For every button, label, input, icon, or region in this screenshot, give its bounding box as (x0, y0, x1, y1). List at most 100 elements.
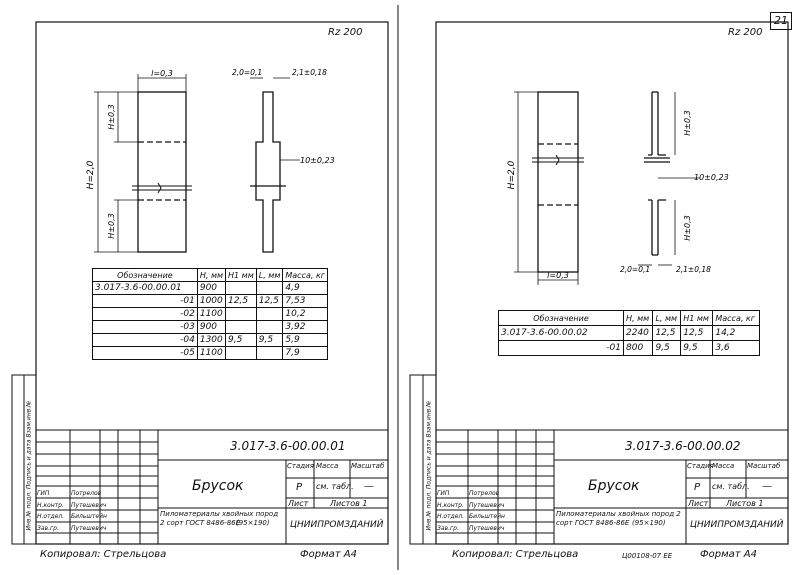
table-row: -03 900 3,92 (92, 320, 328, 334)
cell-h1 (225, 281, 257, 295)
person: Бильштейн (469, 513, 505, 520)
col-header: H1 мм (225, 268, 257, 282)
bar-front-view-1 (137, 91, 187, 253)
footer-copied-1: Копировал: Стрельцова (40, 549, 167, 560)
cell-l: 12,5 (652, 325, 682, 341)
spec-table-2: Обозначение H, мм L, мм H1 мм Масса, кг … (498, 310, 760, 356)
dim-10-2: 10±0,23 (694, 173, 729, 182)
cell-code: -01 (92, 294, 198, 308)
cell-mass: 3,92 (282, 320, 328, 334)
dim-H-1: H=2,0 (86, 160, 96, 189)
cell-h: 1300 (196, 333, 227, 347)
roughness-1: Rz 200 (328, 27, 363, 38)
sheets-count-2: Листов 1 (726, 499, 764, 508)
dim-h-bot-1: H±0,3 (107, 213, 116, 238)
col-header: H1 мм (680, 310, 714, 326)
page-number: 21 (770, 12, 792, 30)
cell-h1 (225, 307, 257, 321)
sheet-label-1: Лист (288, 499, 309, 508)
col-header: Масса, кг (712, 310, 760, 326)
cell-h1 (225, 320, 257, 334)
scale-value-2: — (762, 481, 772, 492)
footer-code-2: Ц00108-07 ЕЕ (622, 552, 673, 560)
cell-h: 1100 (196, 307, 227, 321)
cell-h: 2240 (622, 325, 654, 341)
person: Путешевич (469, 501, 505, 509)
dim-b-1: 2,0=0,1 (232, 68, 262, 77)
cell-l (255, 307, 284, 321)
bar-side-view-2 (644, 91, 670, 256)
cell-code: -01 (498, 340, 624, 356)
dim-l-1: l=0,3 (151, 69, 173, 78)
person: Путешевич (469, 524, 505, 532)
cell-code: -04 (92, 333, 198, 347)
table-row: -04 1300 9,5 9,5 5,9 (92, 333, 328, 347)
dim-d-1: 2,1±0,18 (292, 68, 327, 77)
sheet-2-frame: H=2,0 l=0,3 H±0,3 H±0,3 10±0,23 2,0=0,1 … (409, 21, 789, 545)
part-name-1: Брусок (192, 478, 244, 494)
role: Зав.гр. (437, 524, 459, 532)
footer-copied-2: Копировал: Стрельцова (452, 549, 579, 560)
left-stamp-2: Инв.№ подл. Подпись и дата Взам.инв.№ (425, 400, 433, 531)
stage-header-2: Стадия (687, 462, 714, 470)
cell-mass: 5,9 (282, 333, 328, 347)
sheet-label-2: Лист (688, 499, 709, 508)
dim-h-top-2: H±0,3 (683, 110, 692, 135)
col-header: L, мм (652, 310, 682, 326)
roles-list-1: ГИП Н.контр. Н.отдел. Зав.гр. (37, 488, 64, 534)
people-list-1: Потрелов Путешевич Бильштейн Путешевич (71, 488, 107, 534)
col-header: H, мм (196, 268, 227, 282)
mass-value-2: см. табл. (712, 482, 750, 491)
cell-h: 800 (622, 340, 654, 356)
table-row: 3.017-3.6-00.00.02 2240 12,5 12,5 14,2 (498, 325, 760, 341)
col-header: H, мм (622, 310, 654, 326)
dim-h-bot-2: H±0,3 (683, 215, 692, 240)
role: ГИП (37, 490, 50, 497)
dim-10-1: 10±0,23 (300, 156, 335, 165)
mass-header-2: Масса (712, 462, 735, 470)
table-row: 3.017-3.6-00.00.01 900 4,9 (92, 281, 328, 295)
cell-l: 9,5 (652, 340, 682, 356)
col-header: Обозначение (498, 310, 624, 326)
scale-header-2: Масштаб (747, 462, 781, 470)
cell-mass: 4,9 (282, 281, 328, 295)
cell-h1: 9,5 (225, 333, 257, 347)
cell-h1 (225, 346, 257, 360)
person: Потрелов (71, 490, 102, 497)
role: ГИП (437, 490, 450, 497)
cell-h1: 12,5 (225, 294, 257, 308)
material-size-2: (95×190) (632, 519, 666, 527)
role: Н.отдел. (37, 513, 65, 520)
cell-l: 9,5 (255, 333, 284, 347)
cell-mass: 7,53 (282, 294, 328, 308)
organization-1: ЦНИИПРОМЗДАНИЙ (290, 520, 384, 530)
people-list-2: Потрелов Путешевич Бильштейн Путешевич (469, 488, 505, 534)
mass-header-1: Масса (316, 462, 339, 470)
sheet-1-frame: H=2,0 H±0,3 H±0,3 l=0,3 2,0=0,1 2,1±0,18… (11, 5, 399, 570)
table-row: -05 1100 7,9 (92, 346, 328, 360)
table-row: -01 800 9,5 9,5 3,6 (498, 340, 760, 356)
role: Н.контр. (437, 501, 464, 509)
cell-l (255, 346, 284, 360)
col-header: Масса, кг (282, 268, 328, 282)
doc-code-2: 3.017-3.6-00.00.02 (625, 439, 741, 453)
cell-l (255, 320, 284, 334)
bar-front-view-2 (537, 91, 579, 273)
cell-mass: 3,6 (712, 340, 760, 356)
scale-value-1: — (364, 481, 374, 492)
col-header: L, мм (255, 268, 284, 282)
table-row: -01 1000 12,5 12,5 7,53 (92, 294, 328, 308)
mass-value-1: см. табл. (316, 482, 354, 491)
role: Зав.гр. (37, 524, 59, 532)
left-stamp-1: Инв.№ подл. Подпись и дата Взам.инв.№ (25, 400, 33, 531)
stage-header-1: Стадия (287, 462, 314, 470)
col-header: Обозначение (92, 268, 198, 282)
cell-mass: 10,2 (282, 307, 328, 321)
footer-format-2: Формат А4 (700, 549, 757, 560)
dim-H-2: H=2,0 (507, 160, 517, 189)
person: Путешевич (71, 501, 107, 509)
cell-code: -02 (92, 307, 198, 321)
part-name-2: Брусок (588, 478, 640, 494)
dim-l-2: l=0,3 (547, 271, 569, 280)
dim-h-top-1: H±0,3 (107, 104, 116, 129)
